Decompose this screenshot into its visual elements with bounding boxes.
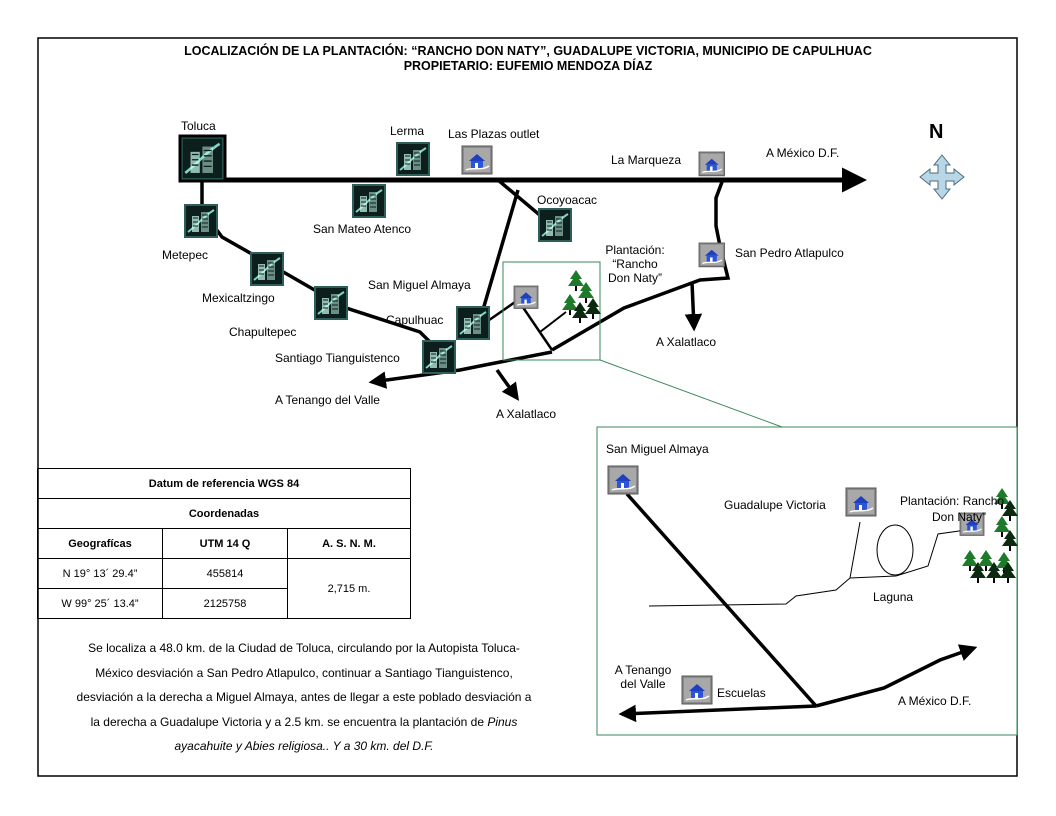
description-line-5: ayacahuite y Abies religiosa.. Y a 30 km… bbox=[44, 734, 564, 759]
col-asnm: A. S. N. M. bbox=[287, 528, 411, 559]
label-ocoyoacac: Ocoyoacac bbox=[537, 193, 598, 207]
road-tenango bbox=[368, 350, 553, 389]
map-title: LOCALIZACIÓN DE LA PLANTACIÓN: “RANCHO D… bbox=[40, 44, 1016, 74]
plantation-highlight-box bbox=[502, 261, 601, 361]
cell-lon: W 99° 25´ 13.4” bbox=[37, 588, 163, 619]
cell-utm-y: 2125758 bbox=[162, 588, 288, 619]
north-label: N bbox=[929, 121, 944, 143]
label-chapultepec: Chapultepec bbox=[229, 325, 297, 339]
ocoyoacac-icon bbox=[537, 207, 573, 243]
table-row: Coordenadas bbox=[37, 498, 411, 529]
toluca-icon bbox=[178, 134, 227, 183]
coordinates-table: Datum de referencia WGS 84 Coordenadas G… bbox=[37, 468, 411, 619]
label-a-xalatlaco-east: A Xalatlaco bbox=[656, 335, 717, 349]
road-xalatlaco-east bbox=[684, 281, 703, 332]
inset-label-plantacion-2: Don Naty” bbox=[932, 510, 987, 524]
label-plantacion-line-1: Plantación: bbox=[605, 243, 665, 257]
location-description: Se localiza a 48.0 km. de la Ciudad de T… bbox=[44, 636, 564, 759]
laguna-lake bbox=[876, 524, 914, 576]
label-lerma: Lerma bbox=[390, 124, 425, 138]
compass-icon bbox=[919, 154, 965, 200]
label-la-marqueza: La Marqueza bbox=[611, 153, 682, 167]
inset-road-mexico bbox=[815, 644, 978, 708]
label-mexicaltzingo: Mexicaltzingo bbox=[202, 291, 275, 305]
col-geograficas: Geografícas bbox=[37, 528, 163, 559]
san-pedro-icon bbox=[698, 242, 726, 268]
title-line-2: PROPIETARIO: EUFEMIO MENDOZA DÍAZ bbox=[403, 59, 653, 73]
description-line-4a: la derecha a Guadalupe Victoria y a 2.5 … bbox=[90, 714, 488, 729]
description-line-1: Se localiza a 48.0 km. de la Ciudad de T… bbox=[88, 641, 520, 655]
lerma-icon bbox=[395, 141, 431, 177]
inset-guadalupe-icon bbox=[845, 487, 877, 517]
inset-label-tenango-line-2: del Valle bbox=[620, 677, 666, 691]
inset-san-miguel-icon bbox=[607, 465, 639, 495]
cell-asnm: 2,715 m. bbox=[287, 558, 411, 619]
label-san-mateo: San Mateo Atenco bbox=[313, 222, 412, 236]
cell-lat: N 19° 13´ 29.4” bbox=[37, 558, 163, 589]
inset-frame bbox=[596, 426, 1018, 736]
santiago-icon bbox=[421, 339, 457, 375]
road-plantacion-2 bbox=[539, 311, 567, 333]
label-plantacion-line-3: Don Naty” bbox=[607, 271, 663, 285]
road-xalatlaco-south bbox=[495, 368, 520, 401]
mexicaltzingo-icon bbox=[249, 251, 285, 287]
label-a-xalatlaco-south: A Xalatlaco bbox=[496, 407, 557, 421]
description-line-2: México desviación a San Pedro Atlapulco,… bbox=[95, 665, 513, 680]
inset-road-tenango bbox=[618, 704, 817, 723]
inset-road-guadalupe bbox=[648, 521, 861, 607]
label-plantacion-line-2: “Rancho bbox=[612, 257, 658, 271]
table-row: Datum de referencia WGS 84 bbox=[37, 468, 411, 499]
label-a-mexico: A México D.F. bbox=[766, 146, 840, 160]
description-line-4b: Pinus bbox=[487, 714, 518, 729]
label-san-miguel: San Miguel Almaya bbox=[368, 278, 471, 292]
label-metepec: Metepec bbox=[162, 248, 209, 262]
inset-road-san-miguel bbox=[625, 492, 818, 708]
coordenadas-header: Coordenadas bbox=[37, 498, 411, 529]
inset-label-tenango-line-1: A Tenango bbox=[614, 663, 672, 677]
las-plazas-icon bbox=[461, 145, 493, 175]
description-line-3: desviación a la derecha a Miguel Almaya,… bbox=[76, 690, 532, 704]
description-line-5-text: ayacahuite y Abies religiosa.. Y a 30 km… bbox=[174, 739, 434, 753]
label-a-tenango: A Tenango del Valle bbox=[275, 393, 380, 407]
chapultepec-icon bbox=[313, 285, 349, 321]
inset-label-escuelas: Escuelas bbox=[717, 686, 766, 700]
label-capulhuac: Capulhuac bbox=[386, 313, 444, 327]
label-san-pedro: San Pedro Atlapulco bbox=[735, 246, 844, 260]
label-toluca: Toluca bbox=[181, 119, 216, 133]
inset-label-tenango: A Tenango del Valle bbox=[606, 663, 680, 691]
inset-label-plantacion-1: Plantación: Rancho bbox=[900, 494, 1005, 508]
page-frame bbox=[37, 37, 1018, 777]
san-mateo-icon bbox=[351, 183, 387, 219]
plantacion-house-icon bbox=[513, 285, 539, 309]
label-las-plazas: Las Plazas outlet bbox=[448, 127, 540, 141]
inset-label-laguna: Laguna bbox=[873, 590, 914, 604]
inset-road-plantacion bbox=[849, 529, 967, 579]
capulhuac-icon bbox=[455, 305, 491, 341]
label-santiago: Santiago Tianguistenco bbox=[275, 351, 400, 365]
road-capulhuac bbox=[478, 189, 520, 321]
inset-escuelas-icon bbox=[681, 675, 713, 705]
cell-utm-x: 455814 bbox=[162, 558, 288, 589]
table-row: W 99° 25´ 13.4” 2125758 bbox=[37, 588, 411, 619]
inset-label-a-mexico: A México D.F. bbox=[898, 694, 972, 708]
table-row: Geografícas UTM 14 Q A. S. N. M. bbox=[37, 528, 411, 559]
description-line-4: la derecha a Guadalupe Victoria y a 2.5 … bbox=[44, 710, 564, 735]
table-row: N 19° 13´ 29.4” 455814 2,715 m. bbox=[37, 558, 411, 619]
label-plantacion: Plantación: “Rancho Don Naty” bbox=[590, 243, 680, 285]
inset-label-guadalupe: Guadalupe Victoria bbox=[724, 498, 826, 512]
col-utm: UTM 14 Q bbox=[162, 528, 288, 559]
metepec-icon bbox=[183, 203, 219, 239]
datum-header: Datum de referencia WGS 84 bbox=[37, 468, 411, 499]
inset-label-san-miguel: San Miguel Almaya bbox=[606, 442, 709, 456]
title-line-1: LOCALIZACIÓN DE LA PLANTACIÓN: “RANCHO D… bbox=[184, 44, 872, 58]
la-marqueza-icon bbox=[698, 151, 726, 177]
